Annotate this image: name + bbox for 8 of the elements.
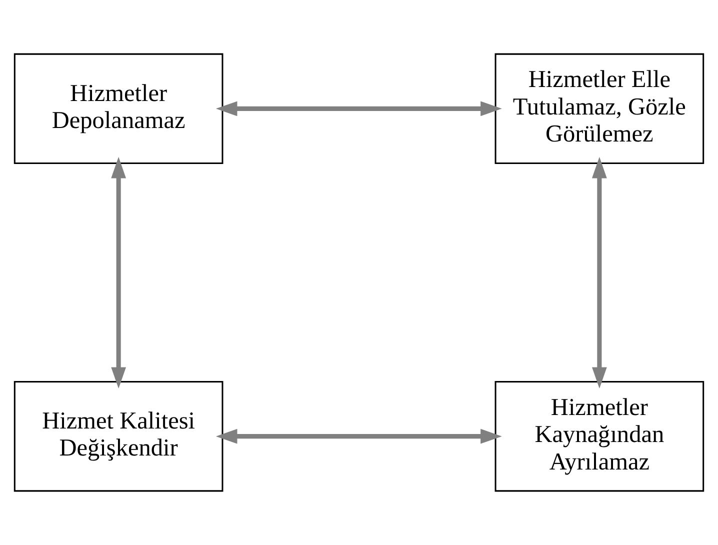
arrow (111, 156, 126, 389)
node-box: Hizmetler Depolanamaz (14, 53, 224, 164)
arrow (216, 101, 502, 116)
arrow (592, 156, 607, 389)
node-box: Hizmet Kalitesi Değişkendir (14, 380, 224, 492)
node-box: Hizmetler Kaynağından Ayrılamaz (494, 380, 704, 492)
arrow (216, 428, 502, 444)
node-box: Hizmetler Elle Tutulamaz, Gözle Görülemez (494, 53, 704, 164)
